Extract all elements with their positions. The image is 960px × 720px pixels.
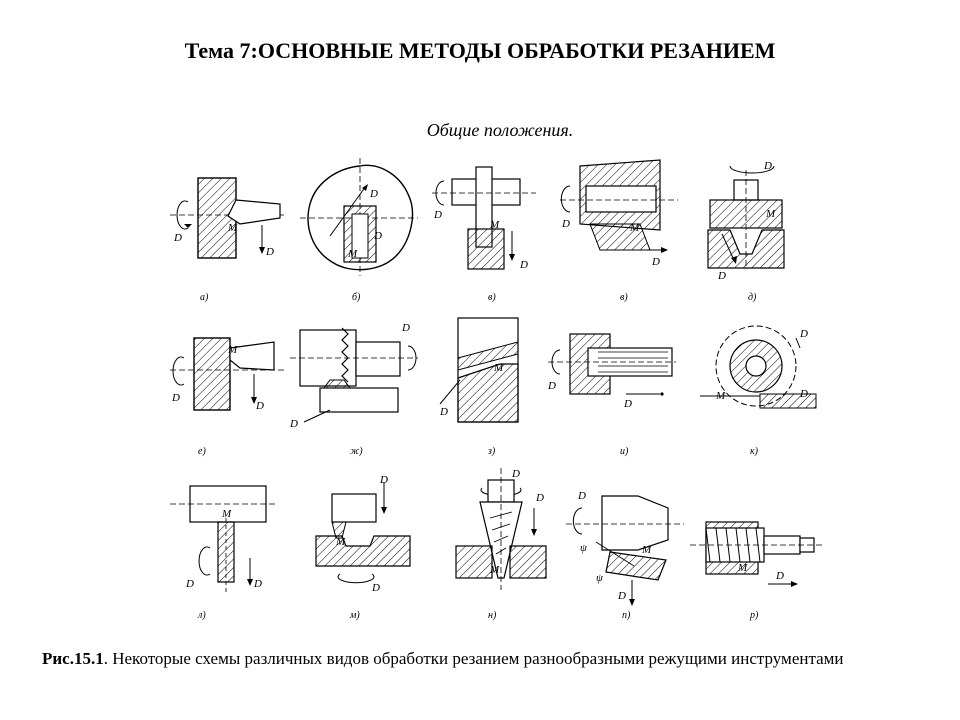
point-m-label: M (228, 344, 238, 356)
feed-motion-label: D (290, 418, 298, 430)
panel-label-l: л) (198, 610, 206, 621)
main-motion-label: D (186, 578, 194, 590)
feed-motion-label: D (618, 590, 626, 602)
panel-label-n: н) (488, 610, 497, 621)
panel-label-a: а) (200, 292, 209, 303)
figure-caption: Рис.15.1. Некоторые схемы различных видо… (42, 648, 922, 670)
feed-motion-label: D (536, 492, 544, 504)
main-motion-label: D (776, 570, 784, 582)
angle-psi-label: ψ (580, 542, 587, 554)
feed-motion-label: D (520, 259, 528, 271)
main-motion-label: D (578, 490, 586, 502)
point-m-label: M (630, 222, 640, 234)
panel-label-k: к) (750, 446, 759, 457)
panel-label-d: д) (748, 292, 757, 303)
panel-label-p: п) (622, 610, 631, 621)
point-m-label: M (348, 248, 358, 260)
feed-motion-label: D (266, 246, 274, 258)
feed-motion-label: D (254, 578, 262, 590)
point-m-label: M (738, 562, 748, 574)
scheme-m: M D D (310, 470, 430, 600)
scheme-z: M D (439, 317, 540, 428)
point-m-label: M (716, 390, 726, 402)
panel-label-i: и) (620, 446, 629, 457)
main-motion-label: D (374, 230, 382, 242)
panel-label-r: р) (750, 610, 759, 621)
panel-label-zh: ж) (350, 446, 363, 457)
point-m-label: M (490, 564, 500, 576)
feed-motion-label: D (256, 400, 264, 412)
point-m-label: M (494, 362, 504, 374)
point-m-label: M (222, 508, 232, 520)
point-m-label: M (228, 222, 238, 234)
main-motion-label: D (800, 328, 808, 340)
scheme-d: M D D (700, 158, 810, 288)
feed-motion-label: D (800, 388, 808, 400)
scheme-l: M D D (170, 478, 280, 598)
main-motion-label: D (174, 232, 182, 244)
point-m-label: M (336, 536, 346, 548)
panel-label-m: м) (350, 610, 360, 621)
main-motion-label: D (172, 392, 180, 404)
point-m-label: M (490, 219, 500, 231)
panel-label-b: б) (352, 292, 361, 303)
main-motion-label: D (548, 380, 556, 392)
angle-psi-label: ψ (596, 572, 603, 584)
scheme-k: M D D (700, 318, 820, 418)
figure-caption-text: . Некоторые схемы различных видов обрабо… (103, 649, 844, 668)
scheme-v2: M D D (560, 159, 680, 270)
scheme-e: M D D (170, 330, 290, 430)
panel-label-v2: в) (620, 292, 628, 303)
feed-motion-label: D (624, 398, 632, 410)
main-motion-label: D (440, 406, 448, 418)
scheme-r: M D (690, 500, 830, 600)
main-motion-label: D (764, 160, 772, 172)
scheme-a: M D D (170, 170, 290, 270)
point-m-label: M (642, 544, 652, 556)
scheme-p: M D ψ ψ D (566, 490, 686, 610)
main-motion-label: D (434, 209, 442, 221)
figure-caption-label: Рис.15.1 (42, 649, 104, 668)
feed-motion-label: D (718, 270, 726, 282)
main-motion-label: D (372, 582, 380, 594)
panel-label-e: е) (198, 446, 206, 457)
point-m-label: M (766, 208, 776, 220)
scheme-zh: D D (290, 322, 430, 432)
scheme-a-drawing (170, 177, 285, 259)
main-motion-label: D (402, 322, 410, 334)
feed-motion-label: D (562, 218, 570, 230)
feed-motion-label: D (380, 474, 388, 486)
scheme-v1: M D D (432, 165, 542, 275)
scheme-b: M D D (300, 158, 420, 278)
panel-label-z: з) (488, 446, 496, 457)
scheme-n: D D M (450, 468, 560, 598)
main-motion-label: D (512, 468, 520, 480)
main-motion-label: D (652, 256, 660, 268)
page-subtitle: Общие положения. (426, 120, 574, 140)
feed-motion-label: D (370, 188, 378, 200)
page-title: Тема 7:ОСНОВНЫЕ МЕТОДЫ ОБРАБОТКИ РЕЗАНИЕ… (184, 38, 776, 63)
scheme-i: D D (548, 330, 678, 420)
panel-label-v1: в) (488, 292, 496, 303)
